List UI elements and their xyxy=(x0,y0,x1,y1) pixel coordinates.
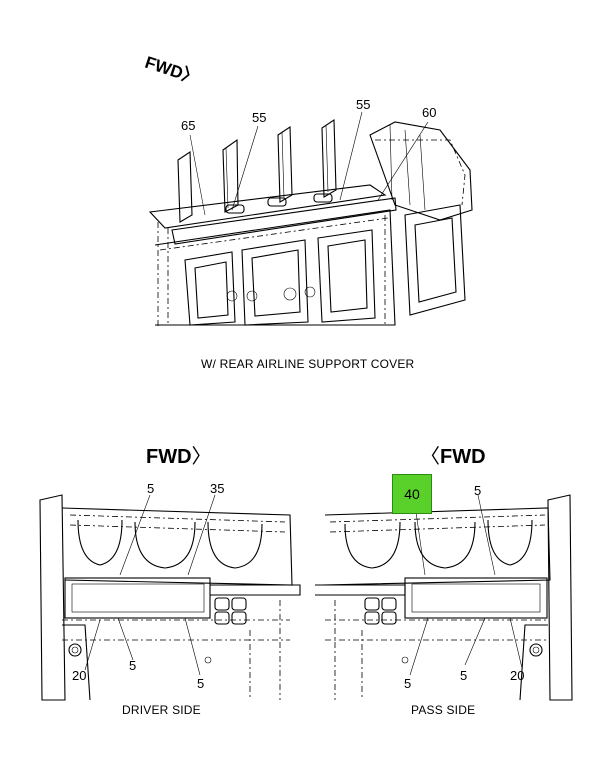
callout-60: 60 xyxy=(422,105,437,120)
fwd-text: FWD xyxy=(440,446,486,468)
callout-20: 20 xyxy=(72,668,87,683)
callout-5-top: 5 xyxy=(474,483,482,498)
callout-5-mid: 5 xyxy=(460,668,468,683)
arrow-right-icon: 〉 xyxy=(191,446,212,468)
callout-5-left: 5 xyxy=(404,676,412,691)
top-view-caption: W/ REAR AIRLINE SUPPORT COVER xyxy=(201,357,415,371)
callout-5-top: 5 xyxy=(147,481,155,496)
fwd-label-pass: 〈FWD xyxy=(420,440,486,469)
callout-20: 20 xyxy=(510,668,525,683)
fwd-text: FWD xyxy=(146,446,192,468)
arrow-left-icon: 〈 xyxy=(420,446,440,468)
pass-side-caption: PASS SIDE xyxy=(411,703,476,717)
callout-55-right: 55 xyxy=(356,97,371,112)
callout-35: 35 xyxy=(210,481,225,496)
fwd-label-driver: FWD〉 xyxy=(146,440,212,469)
driver-cab-drawing xyxy=(39,494,301,701)
callout-5-right: 5 xyxy=(197,676,205,691)
callout-40: 40 xyxy=(404,486,420,502)
callout-5-mid: 5 xyxy=(129,658,137,673)
pass-cab-drawing xyxy=(315,494,573,701)
callout-65: 65 xyxy=(181,118,196,133)
driver-side-caption: DRIVER SIDE xyxy=(122,703,201,717)
top-cab-drawing xyxy=(148,111,473,326)
callout-55-left: 55 xyxy=(252,110,267,125)
callout-40-highlight: 40 xyxy=(392,474,432,514)
